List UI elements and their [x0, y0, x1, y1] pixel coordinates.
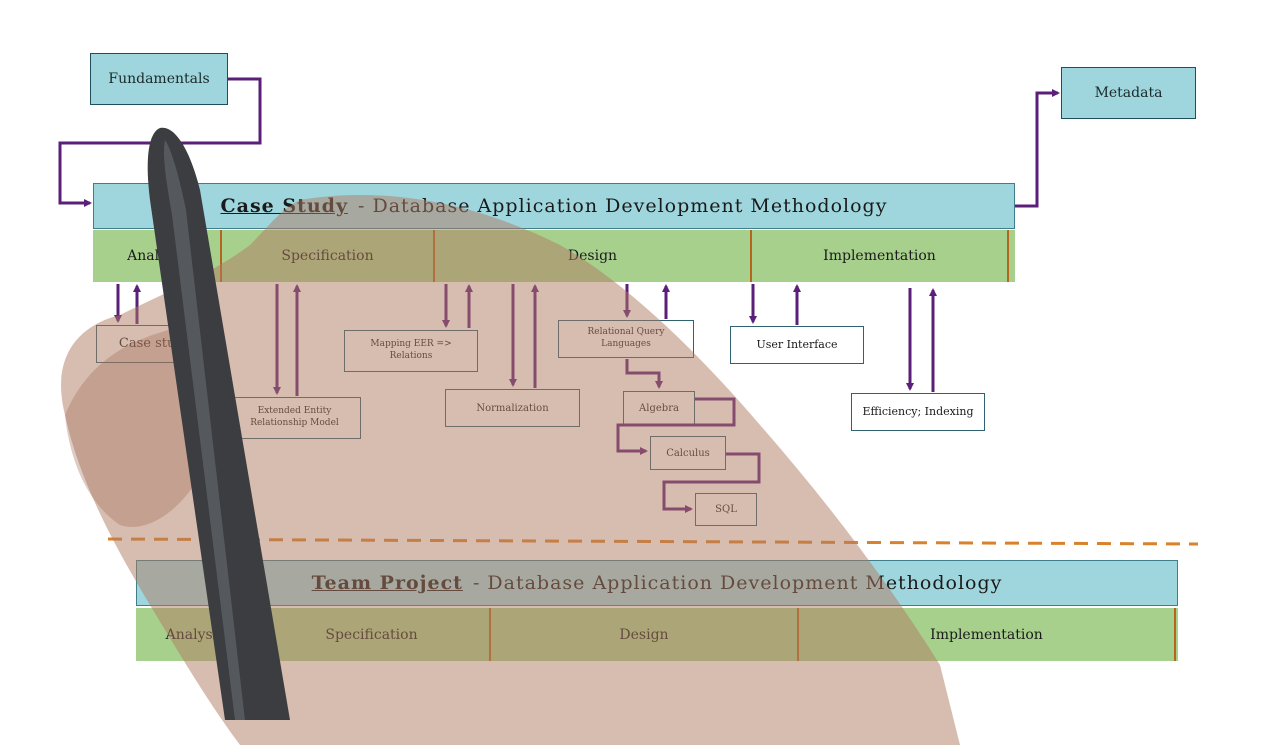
case-study-phase-design: Design — [435, 230, 750, 282]
case-study-title-strong: Case Study — [221, 195, 348, 217]
team-project-title-strong: Team Project — [312, 572, 463, 594]
metadata-label: Metadata — [1095, 85, 1163, 101]
case-study-title-band: Case Study - Database Application Develo… — [93, 183, 1015, 229]
phase-divider — [1007, 230, 1009, 282]
arrow-rql-to-algebra — [627, 359, 659, 387]
user-interface-box: User Interface — [730, 326, 864, 364]
relational-query-languages-box: Relational Query Languages — [558, 320, 694, 358]
case-study-item-box: Case study — [96, 325, 214, 363]
case-study-phase-band: Analysis Specification Design Implementa… — [93, 230, 1015, 282]
normalization-box: Normalization — [445, 389, 580, 427]
case-study-phase-implementation: Implementation — [752, 230, 1007, 282]
phase-divider — [1174, 608, 1176, 661]
case-study-phase-specification: Specification — [222, 230, 433, 282]
metadata-box: Metadata — [1061, 67, 1196, 119]
efficiency-indexing-box: Efficiency; Indexing — [851, 393, 985, 431]
fundamentals-label: Fundamentals — [108, 71, 209, 87]
team-project-title-rest: - Database Application Development Metho… — [473, 572, 1002, 594]
team-project-phase-specification: Specification — [254, 608, 489, 661]
case-study-phase-analysis: Analysis — [93, 230, 220, 282]
arrow-case-study-to-metadata — [1015, 93, 1058, 206]
team-project-title-band: Team Project - Database Application Deve… — [136, 560, 1178, 606]
fundamentals-box: Fundamentals — [90, 53, 228, 105]
team-project-phase-design: Design — [491, 608, 797, 661]
case-study-title-rest: - Database Application Development Metho… — [358, 195, 887, 217]
eer-model-box: Extended Entity Relationship Model — [228, 397, 361, 439]
team-project-phase-band: Analysis Specification Design Implementa… — [136, 608, 1178, 661]
mapping-eer-box: Mapping EER => Relations — [344, 330, 478, 372]
algebra-box: Algebra — [623, 391, 695, 425]
team-project-phase-analysis: Analysis — [136, 608, 254, 661]
calculus-box: Calculus — [650, 436, 726, 470]
sql-box: SQL — [695, 493, 757, 526]
team-project-phase-implementation: Implementation — [799, 608, 1174, 661]
